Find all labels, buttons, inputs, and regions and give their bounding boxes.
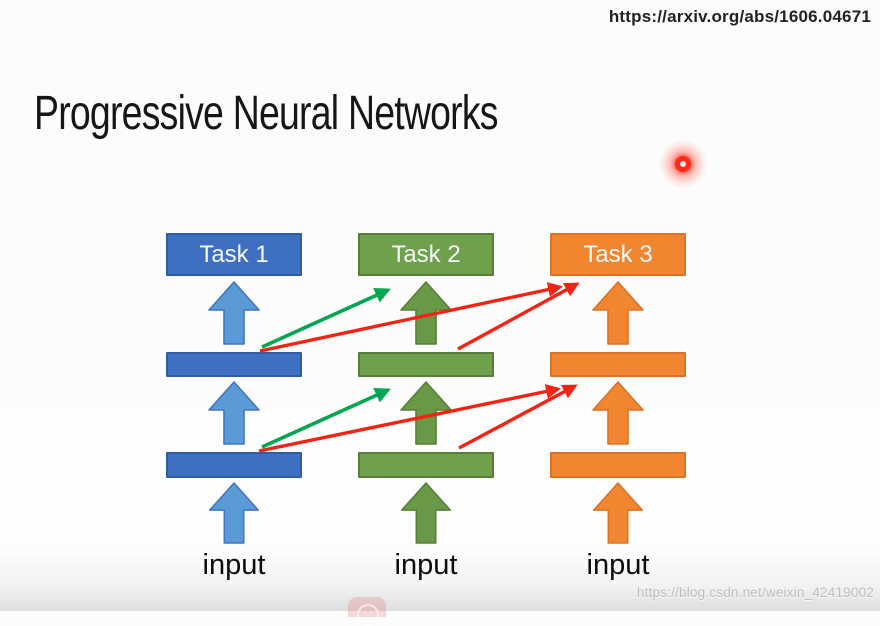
- task2-up-arrow-icon: [400, 381, 452, 445]
- task3-input-label: input: [586, 549, 650, 581]
- task1-input-arrow-icon: [209, 482, 259, 544]
- page-title: Progressive Neural Networks: [34, 87, 499, 141]
- task3-layer1-bar: [550, 452, 686, 478]
- task1-layer1-bar: [166, 452, 302, 478]
- laser-pointer-ring: [675, 156, 691, 172]
- task1-box: Task 1: [166, 233, 302, 276]
- task2-column: Task 2 input: [358, 233, 494, 598]
- watermark-text: https://blog.csdn.net/weixin_42419002: [636, 585, 874, 600]
- task1-input-label: input: [202, 549, 266, 581]
- task1-up-arrow-icon: [208, 281, 260, 345]
- task3-up-arrow-icon: [592, 381, 644, 445]
- source-url-text: https://arxiv.org/abs/1606.04671: [608, 7, 871, 26]
- task2-input-label: input: [394, 549, 458, 581]
- task2-label: Task 2: [391, 240, 461, 268]
- task1-layer2-bar: [166, 352, 302, 377]
- laser-pointer-dot: [659, 140, 707, 188]
- task3-column: Task 3 input: [550, 233, 686, 598]
- task2-up-arrow-icon: [400, 281, 452, 345]
- task2-input-arrow-icon: [401, 482, 451, 544]
- task2-box: Task 2: [358, 233, 494, 276]
- task1-column: Task 1 input: [166, 233, 302, 598]
- csdn-logo-circle: [357, 604, 379, 626]
- task3-up-arrow-icon: [592, 281, 644, 345]
- csdn-logo-fragment: [348, 597, 386, 626]
- laser-pointer-core: [680, 161, 686, 167]
- task1-label: Task 1: [199, 240, 269, 268]
- task3-box: Task 3: [550, 233, 686, 276]
- task2-layer1-bar: [358, 452, 494, 478]
- task1-up-arrow-icon: [208, 381, 260, 445]
- task3-label: Task 3: [583, 240, 653, 268]
- task3-layer2-bar: [550, 352, 686, 377]
- task3-input-arrow-icon: [593, 482, 643, 544]
- task2-layer2-bar: [358, 352, 494, 377]
